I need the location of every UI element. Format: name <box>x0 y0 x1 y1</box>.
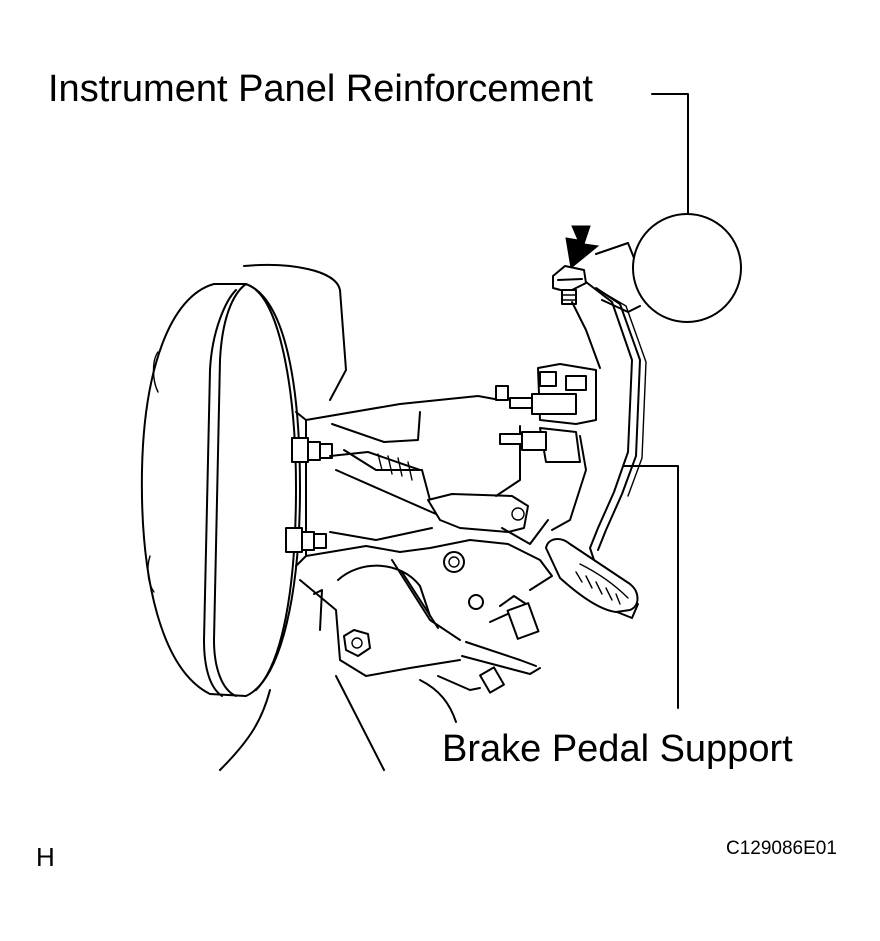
ipr-leader-line <box>651 93 689 214</box>
brake-pedal <box>545 538 639 613</box>
down-arrow-icon <box>565 225 600 269</box>
view-letter: H <box>36 842 55 872</box>
bps-leader-line <box>623 465 679 709</box>
brake-booster <box>140 264 347 771</box>
mounting-bolt <box>552 265 587 305</box>
instrument-panel-reinforcement-label: Instrument Panel Reinforcement <box>48 68 593 110</box>
lower-switch-assembly <box>499 427 587 531</box>
pedal-lever-arm <box>419 595 541 723</box>
booster-mounting-studs <box>285 411 333 567</box>
push-rod-bellows <box>329 451 437 541</box>
instrument-panel-reinforcement <box>595 213 742 323</box>
clevis-pivot <box>427 493 549 545</box>
brake-pedal-support-label: Brake Pedal Support <box>442 728 793 770</box>
stop-lamp-switch-bracket <box>495 363 597 497</box>
figure-code: C129086E01 <box>726 838 837 859</box>
pedal-bracket-housing <box>299 395 553 771</box>
